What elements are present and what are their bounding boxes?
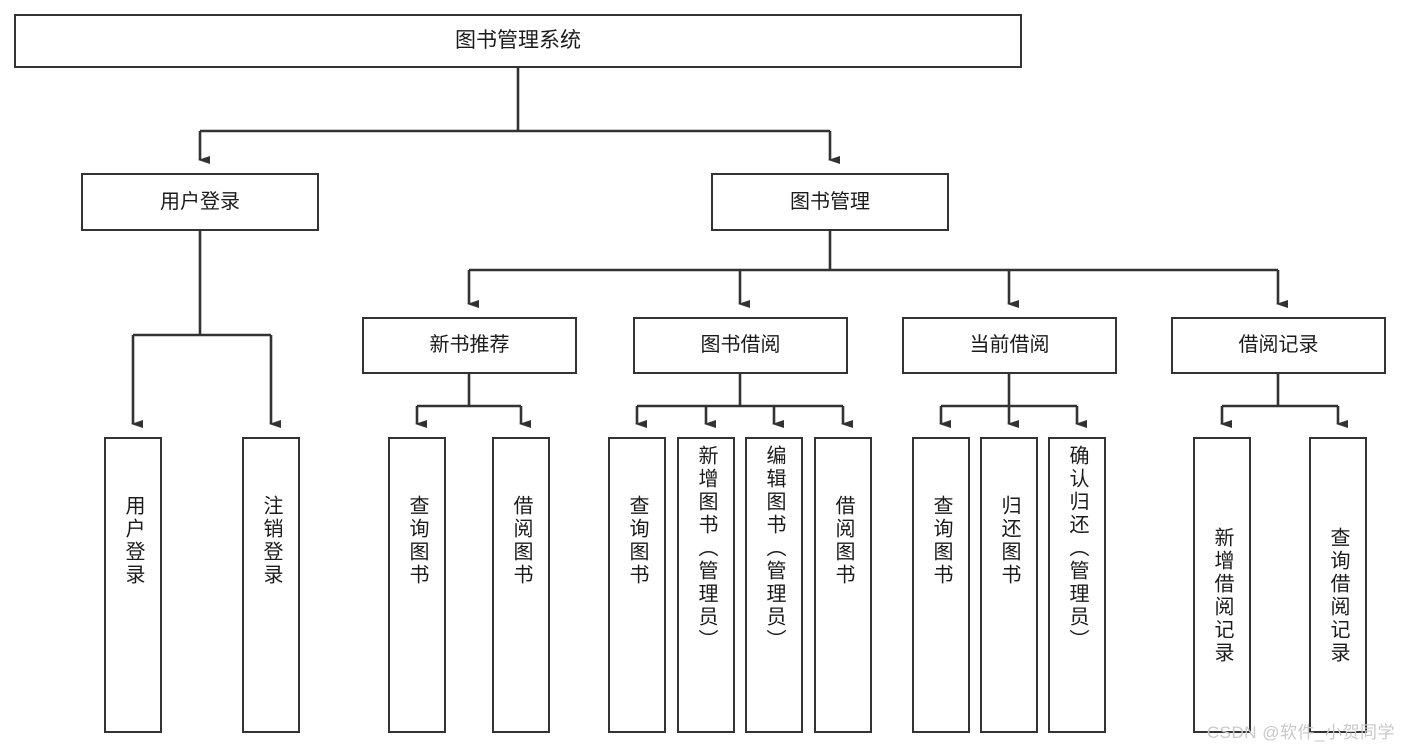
- node-leaf-add-book-label: 新增图书（管理员）: [695, 445, 717, 652]
- node-leaf-borrow-book-2[interactable]: 借阅图书: [814, 437, 872, 733]
- node-leaf-edit-book-label: 编辑图书（管理员）: [763, 445, 785, 652]
- node-root-label: 图书管理系统: [455, 28, 581, 52]
- node-current-borrow[interactable]: 当前借阅: [902, 317, 1117, 374]
- node-leaf-borrow-book-1[interactable]: 借阅图书: [492, 437, 550, 733]
- node-leaf-query-record[interactable]: 查询借阅记录: [1309, 437, 1367, 733]
- node-leaf-logout-label: 注销登录: [260, 495, 282, 587]
- watermark: CSDN @软件_小贺同学: [1206, 723, 1395, 742]
- node-leaf-borrow-book-1-label: 借阅图书: [510, 495, 532, 587]
- node-leaf-user-login[interactable]: 用户登录: [104, 437, 162, 733]
- node-leaf-query-record-label: 查询借阅记录: [1327, 527, 1349, 665]
- node-leaf-confirm-return-label: 确认归还（管理员）: [1066, 445, 1088, 652]
- node-borrow-record-label: 借阅记录: [1238, 334, 1319, 356]
- node-leaf-borrow-book-2-label: 借阅图书: [832, 495, 854, 587]
- node-user-login-label: 用户登录: [160, 190, 240, 213]
- node-leaf-add-record[interactable]: 新增借阅记录: [1193, 437, 1251, 733]
- node-leaf-return-book-label: 归还图书: [998, 495, 1020, 587]
- node-leaf-add-book[interactable]: 新增图书（管理员）: [677, 437, 735, 733]
- node-book-borrow[interactable]: 图书借阅: [633, 317, 848, 374]
- node-borrow-record[interactable]: 借阅记录: [1171, 317, 1386, 374]
- node-leaf-add-record-label: 新增借阅记录: [1211, 527, 1233, 665]
- node-user-login[interactable]: 用户登录: [81, 173, 319, 231]
- node-root[interactable]: 图书管理系统: [14, 14, 1022, 68]
- node-new-book-recommend[interactable]: 新书推荐: [362, 317, 577, 374]
- node-leaf-logout[interactable]: 注销登录: [242, 437, 300, 733]
- node-book-manage[interactable]: 图书管理: [711, 173, 949, 231]
- node-leaf-query-book-2-label: 查询图书: [626, 495, 648, 587]
- node-leaf-confirm-return[interactable]: 确认归还（管理员）: [1048, 437, 1106, 733]
- node-leaf-query-book-1-label: 查询图书: [406, 495, 428, 587]
- node-leaf-query-book-2[interactable]: 查询图书: [608, 437, 666, 733]
- node-leaf-query-book-3-label: 查询图书: [930, 495, 952, 587]
- node-new-book-recommend-label: 新书推荐: [429, 334, 510, 356]
- node-leaf-query-book-1[interactable]: 查询图书: [388, 437, 446, 733]
- node-book-manage-label: 图书管理: [790, 190, 870, 213]
- node-leaf-edit-book[interactable]: 编辑图书（管理员）: [745, 437, 803, 733]
- node-leaf-query-book-3[interactable]: 查询图书: [912, 437, 970, 733]
- node-current-borrow-label: 当前借阅: [969, 334, 1050, 356]
- node-leaf-user-login-label: 用户登录: [122, 495, 144, 587]
- node-book-borrow-label: 图书借阅: [700, 334, 781, 356]
- node-leaf-return-book[interactable]: 归还图书: [980, 437, 1038, 733]
